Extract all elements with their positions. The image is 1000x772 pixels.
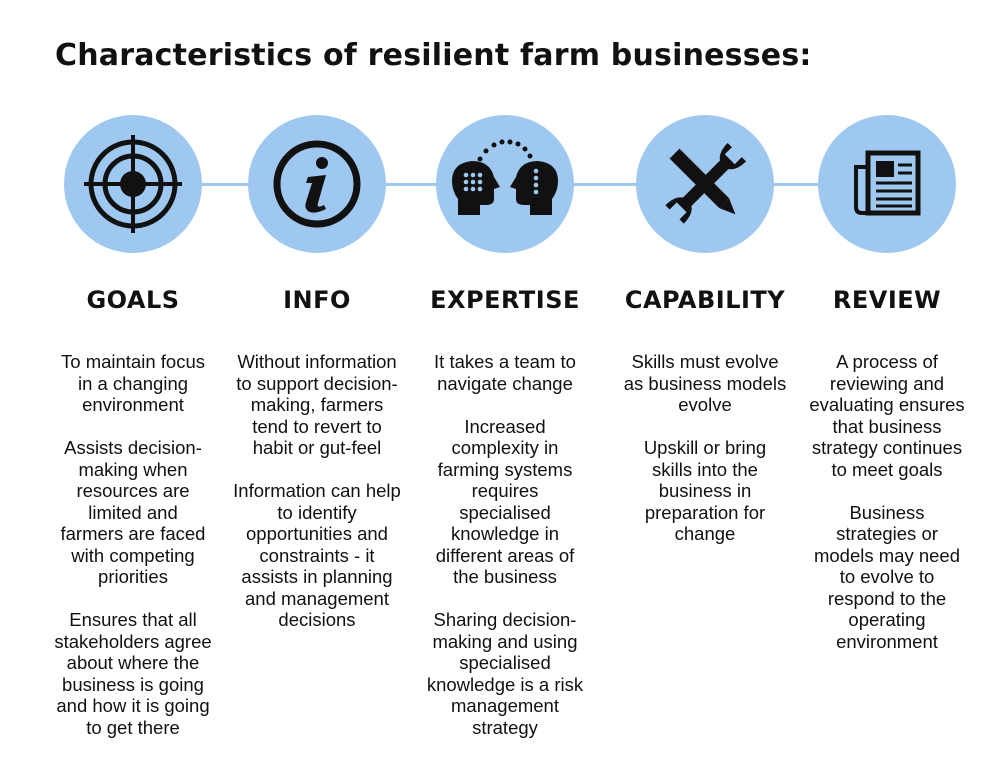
goals-circle <box>64 115 202 253</box>
capability-heading: CAPABILITY <box>624 286 786 314</box>
goals-paragraph: Ensures that all stakeholders agree abou… <box>54 609 212 738</box>
capability-paragraph: Upskill or bring skills into the busines… <box>643 437 767 544</box>
newspaper-icon <box>854 150 921 216</box>
review-heading: REVIEW <box>832 286 942 314</box>
target-icon <box>84 135 182 233</box>
capability-text: Skills must evolve as business models ev… <box>610 351 800 566</box>
info-heading: INFO <box>283 286 351 314</box>
expertise-paragraph: Increased complexity in farming systems … <box>435 415 575 588</box>
wrench-pencil-icon <box>665 142 747 224</box>
review-paragraph: A process of reviewing and evaluating en… <box>809 351 965 480</box>
info-text: Without information to support decision-… <box>222 351 412 652</box>
expertise-heading: EXPERTISE <box>430 286 580 314</box>
two-heads-icon <box>452 139 558 215</box>
page-title: Characteristics of resilient farm busine… <box>55 38 812 73</box>
expertise-text: It takes a team to navigate change Incre… <box>410 351 600 760</box>
capability-paragraph: Skills must evolve as business models ev… <box>623 351 787 415</box>
info-icon <box>273 140 361 228</box>
goals-heading: GOALS <box>86 286 180 314</box>
goals-paragraph: Assists decision-making when resources a… <box>60 437 206 587</box>
capability-circle <box>636 115 774 253</box>
review-paragraph: Business strategies or models may need t… <box>813 501 961 652</box>
goals-paragraph: To maintain focus in a changing environm… <box>61 351 205 415</box>
expertise-circle <box>436 115 574 253</box>
goals-text: To maintain focus in a changing environm… <box>38 351 228 760</box>
info-paragraph: Information can help to identify opportu… <box>233 480 401 630</box>
expertise-paragraph: Sharing decision-making and using specia… <box>426 609 584 738</box>
info-paragraph: Without information to support decision-… <box>236 351 398 458</box>
review-text: A process of reviewing and evaluating en… <box>792 351 982 674</box>
expertise-paragraph: It takes a team to navigate change <box>434 351 576 394</box>
review-circle <box>818 115 956 253</box>
info-circle <box>248 115 386 253</box>
